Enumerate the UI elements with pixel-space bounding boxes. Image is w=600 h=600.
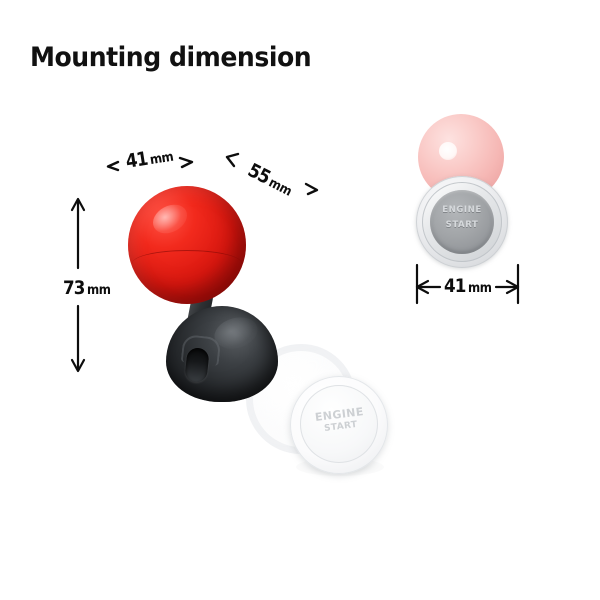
arrow-right-icon: [304, 182, 319, 196]
red-sphere-seam: [132, 250, 242, 277]
arrow-right-icon: [178, 156, 194, 169]
arrow-up-icon: [70, 197, 86, 212]
engine-start-button[interactable]: [430, 190, 494, 254]
dimension-41mm-bottom-value: 41: [444, 275, 466, 297]
dimension-73mm-value: 73: [63, 277, 85, 299]
dimension-41mm-bottom-unit: mm: [468, 281, 492, 296]
arrow-left-icon: [415, 279, 430, 295]
engine-start-label: ENGINE START: [430, 205, 494, 230]
dim-73-arrows: [70, 197, 86, 373]
dimension-41mm-top-value: 41: [124, 147, 149, 173]
shift-knob-assembly: ENGINE START 41mm: [63, 147, 388, 476]
arrow-left-icon: [225, 152, 240, 168]
dim-41-bottom-arrows: [415, 263, 520, 305]
dim-41-top-arrows: [106, 156, 194, 172]
engine-start-button-assembly: ENGINE START: [395, 100, 555, 320]
engine-start-label-line2: START: [445, 220, 479, 230]
arrow-down-icon: [70, 358, 86, 373]
cap-inner-face: [300, 385, 378, 463]
arrow-right-icon: [505, 279, 520, 295]
black-base-housing: [166, 306, 278, 402]
engine-start-label-line1: ENGINE: [442, 205, 482, 215]
dimension-73mm-unit: mm: [87, 283, 111, 298]
dim-55-top-arrows: [225, 152, 319, 196]
dimension-41mm-top-unit: mm: [149, 149, 175, 169]
red-sphere-knob: [128, 186, 246, 304]
page-title: Mounting dimension: [30, 42, 312, 73]
arrow-left-icon: [106, 160, 120, 172]
pink-sphere-highlight: [439, 142, 457, 160]
